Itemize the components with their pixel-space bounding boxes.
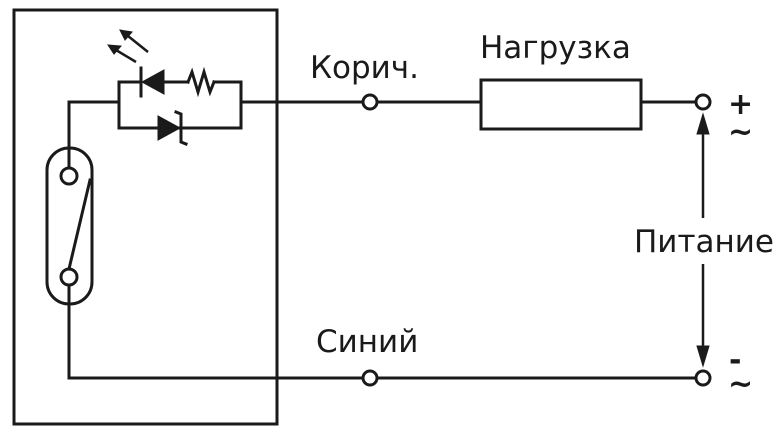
led-light-arrow-2 [115, 48, 137, 64]
reed-contact-top [59, 166, 79, 186]
minus-terminal [694, 369, 712, 387]
internal-wire-bottom [67, 283, 279, 380]
led-icon [140, 69, 165, 95]
power-label: Питание [634, 224, 774, 260]
led-light-arrowhead-1 [119, 29, 133, 41]
zener-diode-icon [157, 115, 182, 141]
led-light-arrowhead-2 [107, 44, 123, 55]
zener-bar [174, 110, 188, 146]
minus-ac-symbol: ~ [728, 367, 753, 402]
reed-contact-bottom [59, 267, 79, 287]
minus-symbol: - [729, 343, 741, 378]
led-light-arrow-1 [127, 35, 149, 53]
reed-switch-blade [67, 178, 92, 271]
sensor-housing [12, 8, 279, 426]
internal-wire-top [67, 100, 121, 170]
power-arrowhead-down [696, 345, 710, 368]
resistor-zigzag-icon [186, 66, 216, 98]
brown-terminal [361, 93, 379, 111]
plus-terminal [694, 93, 712, 111]
power-arrowhead-up [696, 112, 710, 135]
plus-symbol: + [728, 87, 753, 122]
load-box [479, 78, 643, 131]
blue-wire-label: Синий [316, 324, 418, 360]
blue-terminal [361, 369, 379, 387]
plus-ac-symbol: ~ [728, 115, 753, 150]
load-label: Нагрузка [480, 30, 631, 66]
brown-wire-label: Корич. [310, 50, 419, 86]
